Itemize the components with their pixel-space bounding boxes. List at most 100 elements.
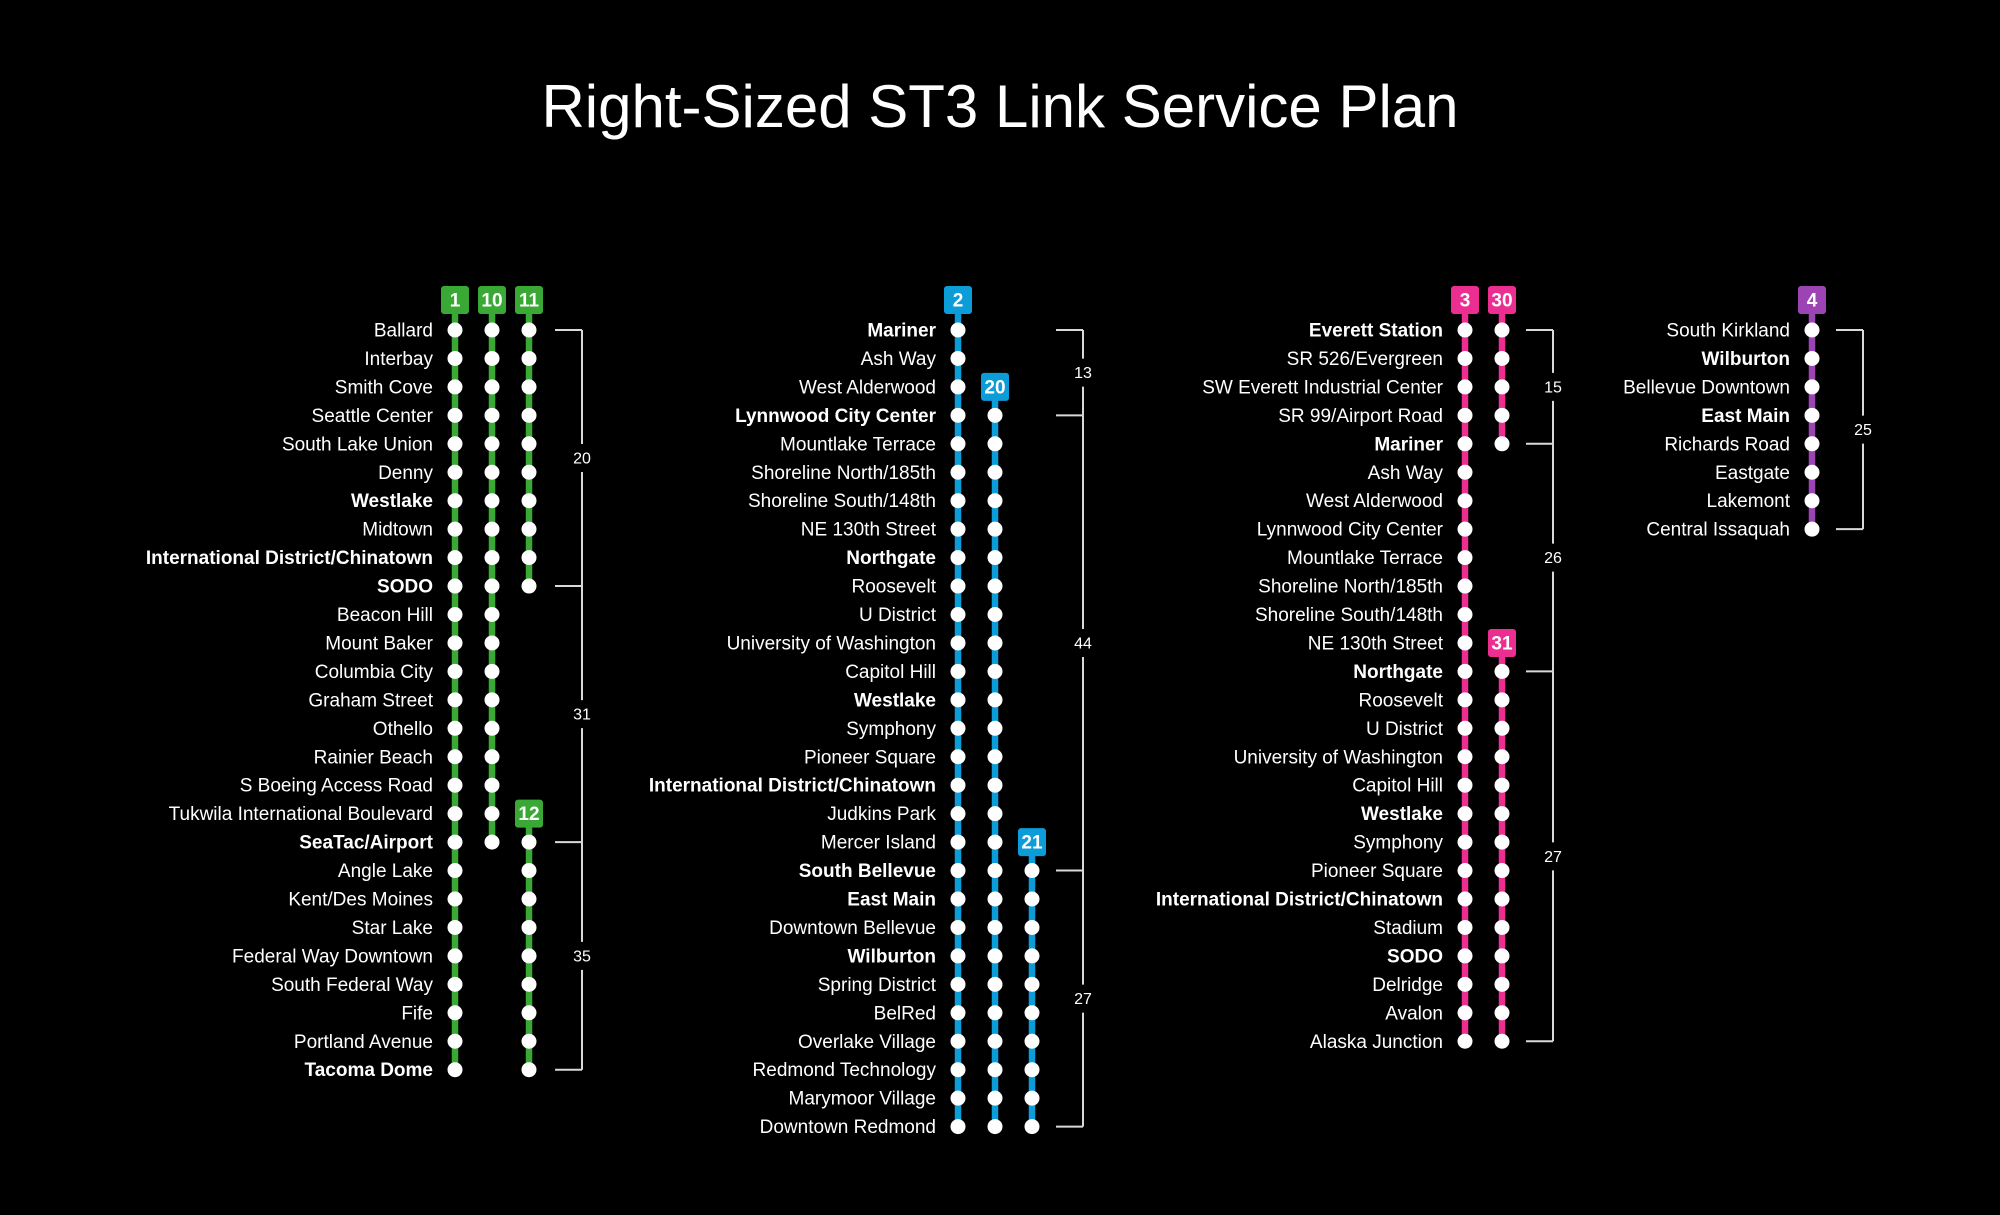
- station-dot: [950, 663, 966, 679]
- station-dot: [987, 493, 1003, 509]
- station-dot: [447, 1062, 463, 1078]
- travel-time-minutes: 44: [1074, 635, 1092, 652]
- station-dot: [950, 720, 966, 736]
- station-dot: [447, 521, 463, 537]
- travel-time-minutes: 15: [1544, 379, 1562, 396]
- line-badge-1: [441, 286, 469, 314]
- station-dot: [484, 692, 500, 708]
- travel-time-minutes: 26: [1544, 550, 1562, 567]
- station-dot: [950, 692, 966, 708]
- station-dot: [1457, 550, 1473, 566]
- station-dot: [950, 350, 966, 366]
- station-label: S Boeing Access Road: [240, 776, 433, 797]
- station-dot: [950, 635, 966, 651]
- station-dot: [950, 1033, 966, 1049]
- station-dot: [484, 777, 500, 793]
- station-dot: [1494, 1005, 1510, 1021]
- travel-time-minutes: 31: [573, 707, 591, 724]
- travel-time-minutes: 27: [1074, 991, 1092, 1008]
- station-label: SR 99/Airport Road: [1278, 406, 1443, 427]
- travel-time-minutes: 25: [1854, 422, 1872, 439]
- station-dot: [1494, 663, 1510, 679]
- station-dot: [1804, 322, 1820, 338]
- station-label: NE 130th Street: [801, 520, 937, 541]
- station-dot: [987, 1119, 1003, 1135]
- station-label: Othello: [373, 719, 433, 740]
- station-dot: [1494, 720, 1510, 736]
- station-label: U District: [859, 605, 937, 626]
- station-dot: [1457, 521, 1473, 537]
- station-dot: [484, 350, 500, 366]
- station-label: Westlake: [1361, 804, 1443, 825]
- station-dot: [987, 1062, 1003, 1078]
- station-label: Interbay: [364, 349, 433, 370]
- station-label: SODO: [377, 577, 433, 598]
- line-number: 12: [518, 804, 539, 825]
- station-label: Central Issaquah: [1646, 520, 1790, 541]
- station-dot: [447, 919, 463, 935]
- station-label: Avalon: [1385, 1003, 1443, 1024]
- travel-time-minutes: 27: [1544, 849, 1562, 866]
- station-dot: [987, 919, 1003, 935]
- station-label: Everett Station: [1309, 321, 1443, 342]
- station-dot: [484, 607, 500, 622]
- station-dot: [950, 1005, 966, 1021]
- station-dot: [521, 1033, 537, 1049]
- station-label: Redmond Technology: [753, 1060, 937, 1081]
- station-label: Rainier Beach: [314, 747, 433, 768]
- station-label: NE 130th Street: [1308, 633, 1444, 654]
- station-dot: [1457, 436, 1473, 452]
- station-dot: [1024, 1033, 1040, 1049]
- station-dot: [521, 578, 537, 594]
- station-label: U District: [1366, 719, 1444, 740]
- station-dot: [950, 578, 966, 594]
- station-dot: [1494, 834, 1510, 850]
- station-dot: [1804, 493, 1820, 509]
- station-dot: [521, 1062, 537, 1078]
- station-dot: [484, 322, 500, 338]
- station-dot: [1457, 749, 1473, 765]
- station-label: Mountlake Terrace: [780, 434, 936, 455]
- station-label: SODO: [1387, 946, 1443, 967]
- station-dot: [1457, 663, 1473, 679]
- station-dot: [1457, 976, 1473, 992]
- station-label: Spring District: [818, 975, 937, 996]
- station-label: University of Washington: [727, 633, 936, 654]
- station-dot: [484, 663, 500, 679]
- station-label: SR 526/Evergreen: [1287, 349, 1443, 370]
- station-dot: [987, 607, 1003, 622]
- station-label: Kent/Des Moines: [288, 890, 433, 911]
- station-label: Smith Cove: [335, 377, 433, 398]
- station-dot: [484, 550, 500, 566]
- station-label: Tacoma Dome: [305, 1060, 433, 1081]
- station-dot: [987, 749, 1003, 765]
- station-label: South Bellevue: [799, 861, 936, 882]
- line-badge-2: [944, 286, 972, 314]
- station-dot: [950, 1119, 966, 1135]
- station-dot: [950, 1062, 966, 1078]
- station-label: Northgate: [846, 548, 936, 569]
- station-dot: [521, 863, 537, 879]
- station-dot: [447, 635, 463, 651]
- station-label: BelRed: [874, 1003, 936, 1024]
- station-label: South Federal Way: [271, 975, 433, 996]
- station-dot: [447, 1005, 463, 1021]
- station-dot: [1024, 1005, 1040, 1021]
- station-dot: [987, 663, 1003, 679]
- station-dot: [1494, 692, 1510, 708]
- station-dot: [987, 948, 1003, 964]
- station-label: South Kirkland: [1666, 321, 1790, 342]
- line-number: 3: [1460, 291, 1471, 312]
- station-dot: [1494, 948, 1510, 964]
- station-dot: [1494, 350, 1510, 366]
- station-dot: [484, 521, 500, 537]
- station-dot: [987, 777, 1003, 793]
- station-dot: [1457, 607, 1473, 622]
- station-label: Downtown Bellevue: [769, 918, 936, 939]
- station-dot: [1494, 806, 1510, 822]
- station-dot: [1457, 1033, 1473, 1049]
- station-dot: [1457, 720, 1473, 736]
- station-dot: [484, 464, 500, 480]
